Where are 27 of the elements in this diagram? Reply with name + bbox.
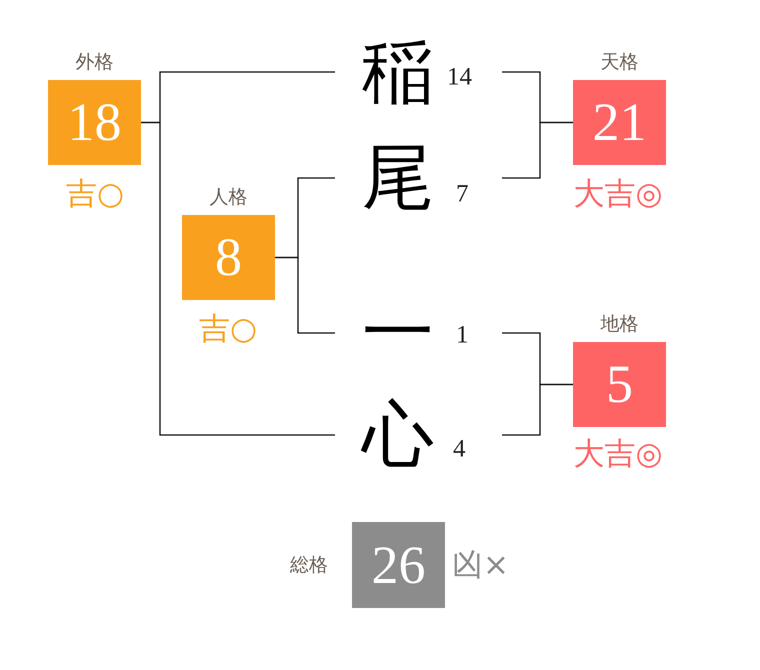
category-label: 人格 (210, 186, 248, 208)
bracket-line (141, 122, 335, 436)
name-character: 尾 (362, 140, 434, 216)
fortune-rating: 大吉◎ (573, 437, 663, 473)
name-character: 一 (362, 295, 434, 371)
score-box: 18 (48, 80, 141, 165)
score-box: 26 (352, 522, 445, 608)
score-box: 21 (573, 80, 666, 165)
category-label: 外格 (76, 51, 114, 73)
stroke-count: 14 (447, 64, 472, 92)
category-label: 総格 (290, 553, 328, 578)
fortune-rating: 吉○ (66, 177, 124, 213)
category-label: 地格 (600, 313, 638, 335)
bracket-line (502, 122, 573, 179)
fortune-rating: 大吉◎ (573, 177, 663, 213)
name-character: 心 (362, 397, 434, 473)
bracket-line (275, 256, 335, 334)
fortune-rating: 吉○ (198, 312, 258, 348)
score-box: 8 (182, 215, 275, 300)
category-label: 天格 (600, 51, 638, 73)
bracket-line (502, 384, 573, 436)
stroke-count: 7 (456, 180, 468, 210)
score-box: 5 (573, 342, 666, 427)
stroke-count: 4 (453, 436, 466, 464)
fortune-rating: 凶× (452, 548, 509, 584)
stroke-count: 1 (456, 322, 468, 350)
name-character: 稲 (362, 34, 434, 110)
